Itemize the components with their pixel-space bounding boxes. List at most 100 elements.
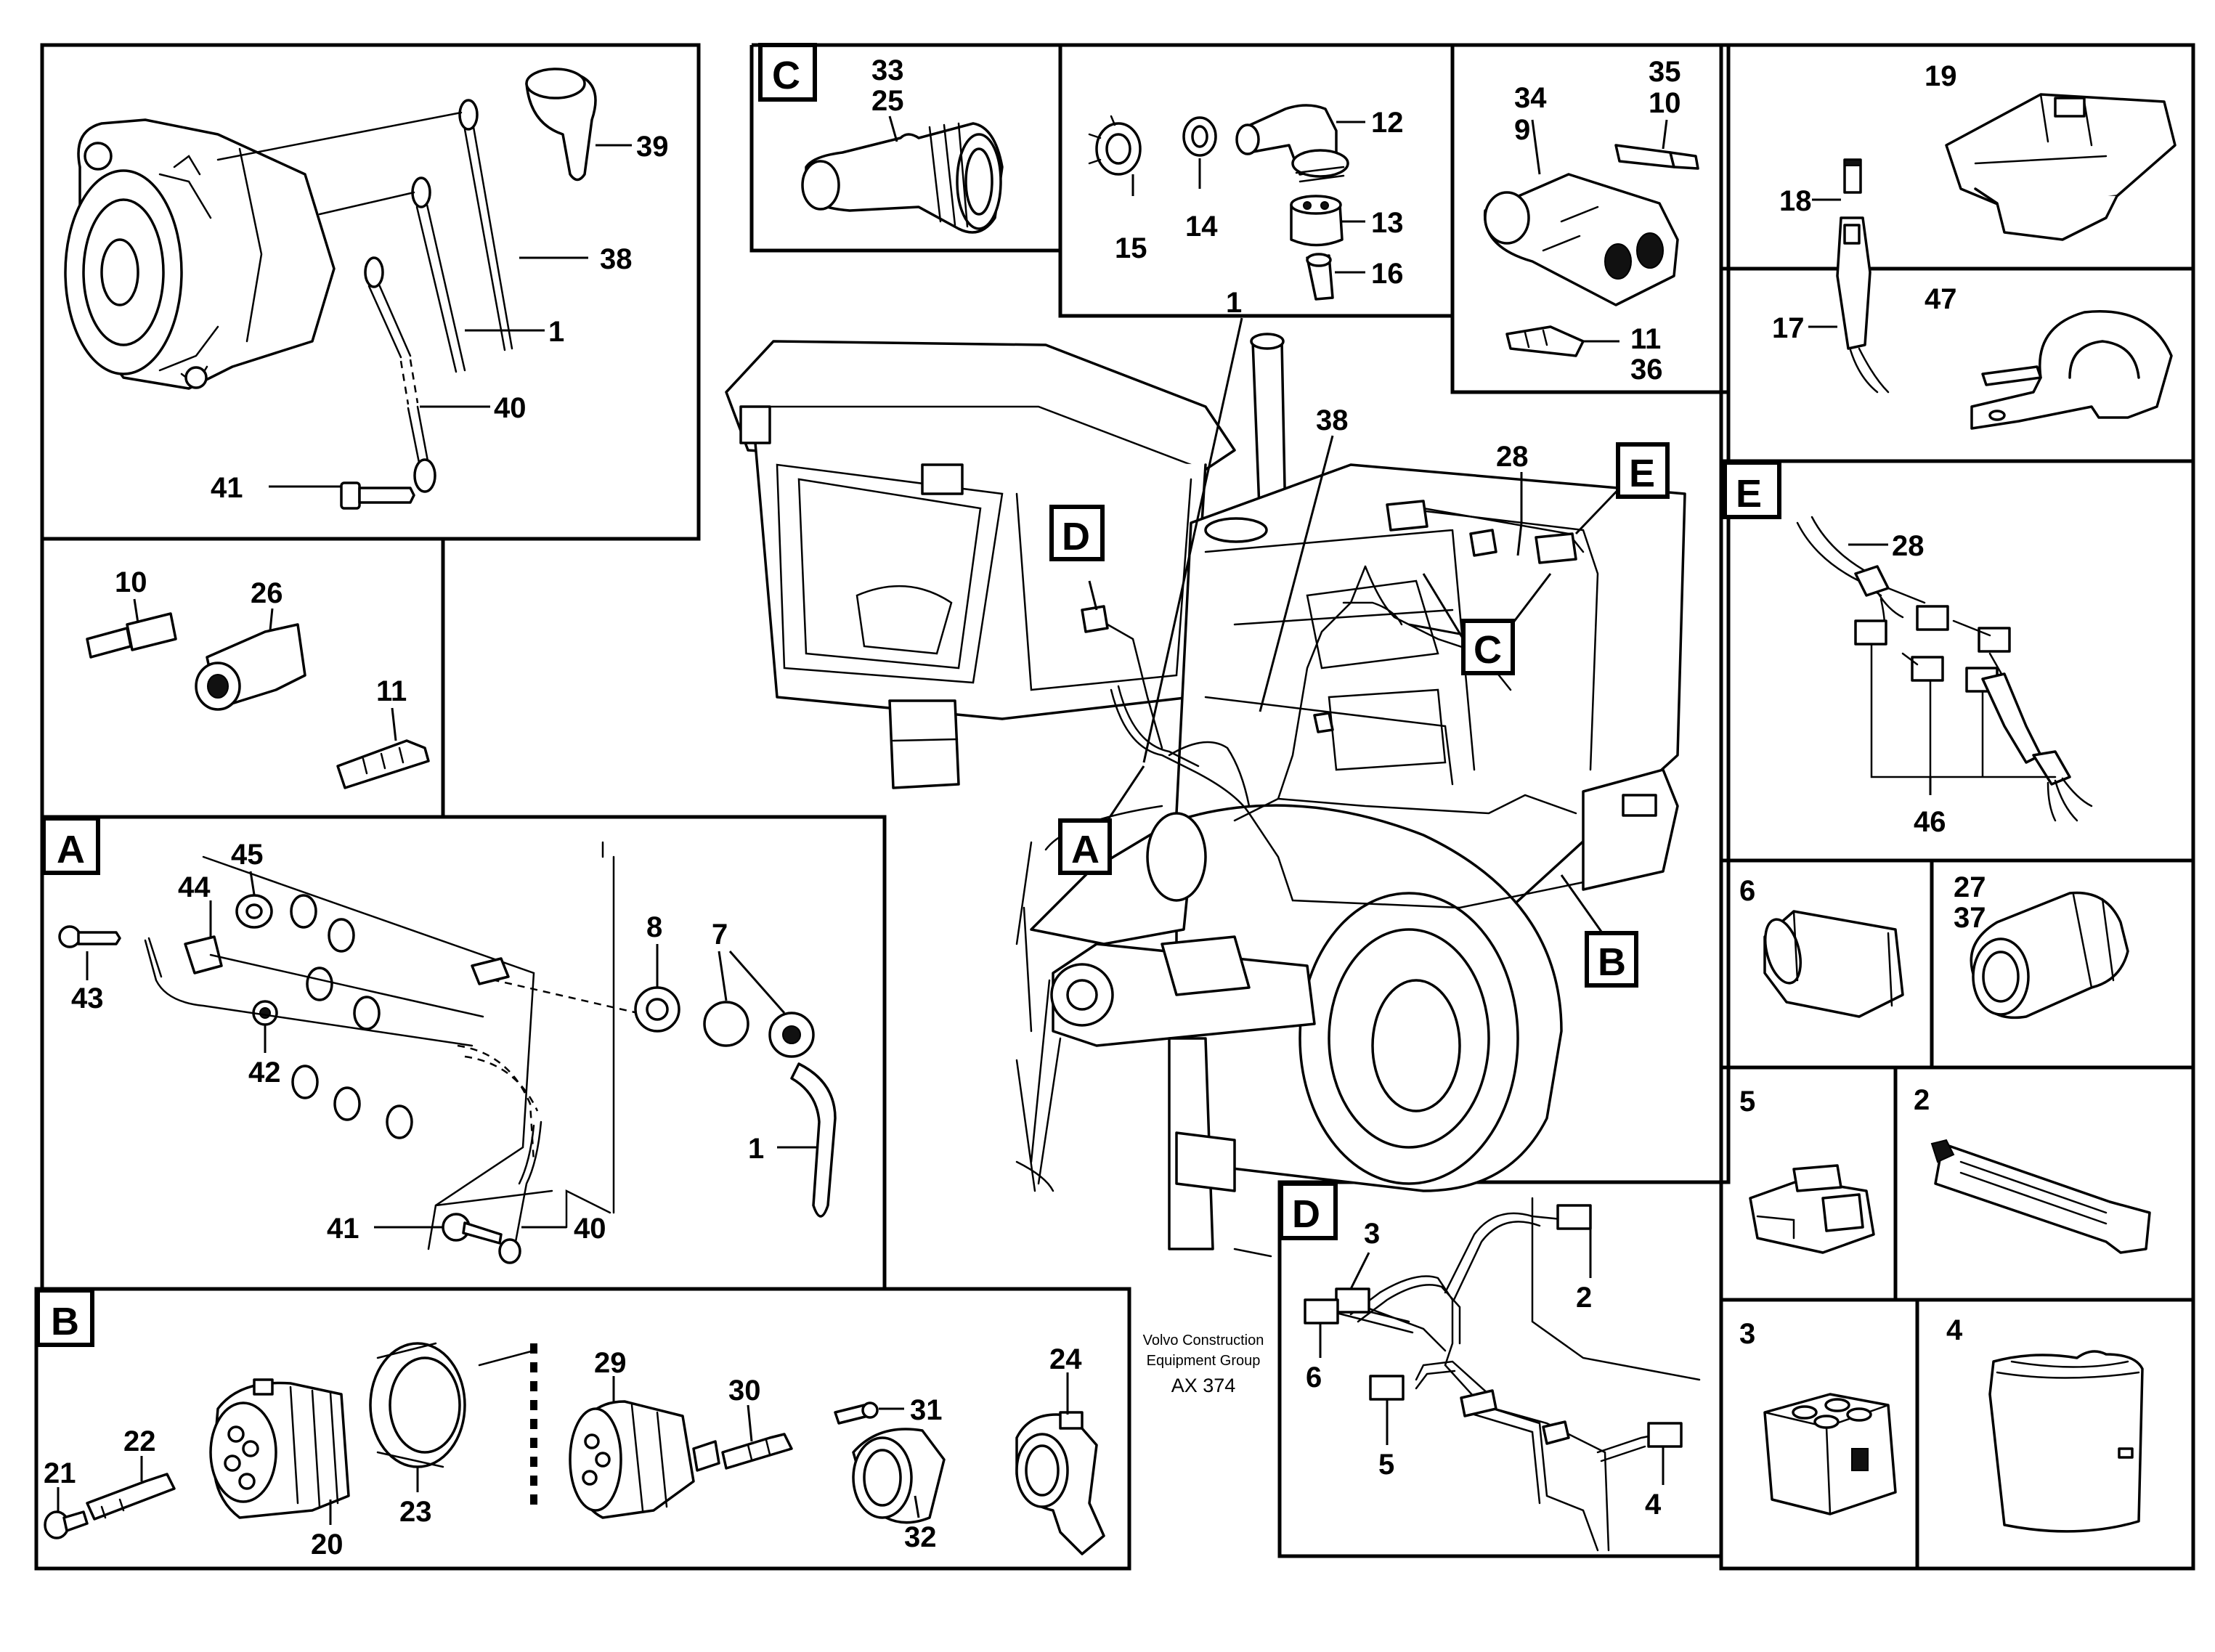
detail-c-group [758,43,1004,234]
connector-box [1304,1298,1339,1325]
callout-46: 46 [1914,806,1946,838]
callout-24: 24 [1049,1343,1082,1375]
elbow-adapter-33-25 [801,122,1004,234]
nut-45 [235,894,273,929]
callout-35: 35 [1649,56,1681,88]
callout-47: 47 [1925,283,1957,315]
wiring-harness-icon [1081,500,1599,909]
callout-40: 40 [494,392,527,424]
bolt-41 [340,481,415,510]
callout-10: 10 [1649,87,1681,119]
connector-box [1911,656,1944,682]
callout-43: 43 [71,982,104,1014]
section-label-b-box [36,1288,94,1347]
part-2 [1930,1139,2151,1254]
alternator-group [64,68,632,510]
terminal-cover-39 [525,68,597,182]
bushing-8 [634,986,680,1033]
terminal-cable-1 [318,176,466,373]
callout-17: 17 [1772,312,1805,344]
callout-41: 41 [211,472,243,504]
terminal-cable-38 [216,99,513,351]
callout-40: 40 [574,1213,606,1245]
callout-3: 3 [1364,1218,1380,1250]
contact-11 [336,707,430,789]
connector-parts-group [86,598,430,789]
callout-27: 27 [1954,871,1986,903]
section-label-e: E [1736,472,1762,516]
callout-16: 16 [1371,258,1404,290]
connector-box [1647,1422,1683,1448]
terminal-cable-40 [364,256,436,493]
section-label-b: B [51,1300,79,1343]
frame-alternator [40,43,701,541]
pin-35-10 [1614,119,1699,170]
callout-10: 10 [115,566,147,598]
detail-b-group [36,1288,1105,1555]
frame-detail-d [1277,1180,1723,1558]
section-label-d-box [1279,1181,1338,1240]
callout-33: 33 [871,54,904,86]
callout-45: 45 [231,839,264,871]
section-tag-c-box [1461,619,1515,675]
credit-line-2: Equipment Group [1147,1353,1261,1369]
bolt-43 [58,925,121,948]
contact-11-36 [1505,325,1585,357]
cover-32 [852,1428,946,1524]
callout-25: 25 [871,85,904,117]
machine-callouts [1049,317,1670,988]
credit-line-1: Volvo Construction [1143,1332,1264,1348]
section-tag-a: A [1071,828,1100,871]
callout-14: 14 [1185,211,1218,243]
section-tag-c: C [1474,628,1502,672]
callout-15: 15 [1115,232,1147,264]
part-6 [1763,910,1904,1018]
callout-9: 9 [1514,114,1530,146]
callout-11: 11 [376,675,407,707]
callout-38: 38 [600,243,633,275]
detail-e-group [1723,460,2093,822]
callout-13: 13 [1371,207,1404,239]
callout-28: 28 [1496,441,1529,473]
callout-32: 32 [904,1521,937,1553]
frame-right-column [1719,43,2195,1571]
drawing-id: AX 374 [1171,1375,1236,1396]
frame-plug [1450,45,1728,394]
connector-box [1556,1204,1592,1230]
section-label-c-box [758,43,817,102]
callout-4: 4 [1946,1314,1963,1346]
socket-parts-group [1088,104,1365,301]
callout-4: 4 [1645,1489,1662,1521]
pin-10 [86,598,177,659]
gland-7 [703,1001,815,1058]
section-label-c: C [772,54,800,97]
contact-30 [721,1433,793,1470]
screw-21 [44,1510,89,1539]
callout-6: 6 [1739,875,1755,907]
cable-40 [498,1120,542,1264]
callout-42: 42 [248,1057,281,1089]
callout-2: 2 [1576,1282,1592,1314]
bracket [471,957,510,985]
callout-36: 36 [1630,354,1663,386]
callout-6: 6 [1306,1362,1322,1393]
section-label-a-box [41,816,100,875]
callout-41: 41 [327,1213,359,1245]
pin-16 [1306,253,1334,301]
callout-29: 29 [594,1347,627,1379]
callout-1: 1 [748,1133,764,1165]
part-27-37 [1970,891,2129,1020]
callout-34: 34 [1514,82,1547,114]
plug-housing-34-9 [1483,173,1679,306]
callout-31: 31 [910,1394,943,1426]
cable-1 [144,937,837,1218]
callout-26: 26 [251,577,283,609]
section-tag-e: E [1629,452,1655,495]
section-tag-b-box [1585,931,1638,988]
part-5 [1749,1164,1875,1254]
callout-39: 39 [636,131,669,163]
section-tag-e-box [1616,442,1670,499]
panel-frames [34,43,2195,1571]
callout-12: 12 [1371,107,1404,139]
